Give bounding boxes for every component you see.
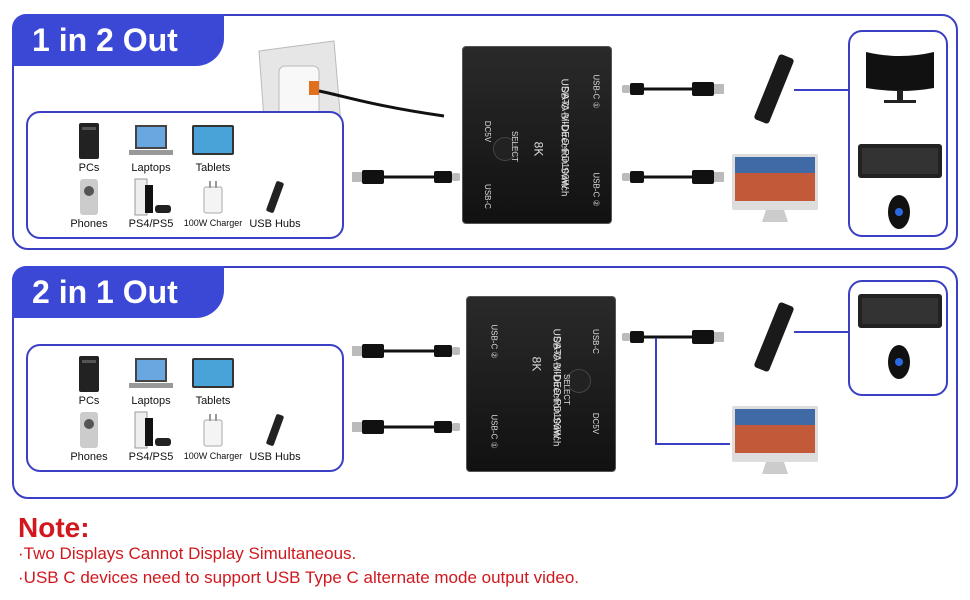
laptop-icon	[129, 358, 173, 388]
port-in-label: USB-C	[482, 184, 492, 209]
device-usb-hubs: USB Hubs	[240, 412, 310, 463]
usb-cable-icon	[352, 420, 460, 434]
source-devices-box: PCs Laptops Tablets Phones PS4/PS5 100W …	[26, 344, 344, 472]
device-label: USB Hubs	[249, 451, 301, 463]
game-console-icon	[134, 178, 171, 216]
output-devices-box	[848, 280, 948, 396]
tablet-icon	[192, 358, 234, 388]
curved-monitor-icon	[866, 52, 934, 103]
output-devices-box	[848, 30, 948, 237]
device-phones: Phones	[54, 412, 124, 463]
port-1-label: USB-C ①	[489, 414, 499, 449]
port-1-label: USB-C ①	[591, 74, 601, 109]
device-tablets: Tablets	[178, 123, 248, 174]
device-laptops: Laptops	[116, 123, 186, 174]
device-label: Tablets	[195, 162, 231, 174]
device-label: Tablets	[195, 395, 231, 407]
usb-cable-icon	[622, 82, 724, 96]
device-label: PS4/PS5	[128, 451, 174, 463]
resolution-label: 8K	[531, 141, 546, 157]
two-in-one-out-panel: 2 in 1 Out PCs Laptops Tablets Phones PS…	[12, 266, 958, 499]
device-label: USB Hubs	[249, 218, 301, 230]
keyboard-icon	[858, 144, 942, 178]
pc-tower-icon	[79, 356, 99, 392]
select-button[interactable]	[493, 137, 517, 161]
mouse-icon	[888, 195, 910, 229]
usb-cable-icon	[622, 170, 724, 184]
keyboard-icon	[858, 294, 942, 328]
usb-hub-icon	[754, 54, 858, 124]
device-label: Laptops	[131, 395, 171, 407]
port-2-label: USB-C ②	[489, 324, 499, 359]
device-label: Phones	[70, 451, 108, 463]
device-phones: Phones	[54, 179, 124, 230]
charger-icon	[203, 181, 223, 214]
tablet-icon	[192, 125, 234, 155]
mouse-icon	[888, 345, 910, 379]
device-charger: 100W Charger	[178, 179, 248, 228]
charger-icon	[203, 414, 223, 447]
device-usb-hubs: USB Hubs	[240, 179, 310, 230]
device-charger: 100W Charger	[178, 412, 248, 461]
switch-subtitle: DATA-VIDEO-PD100W	[550, 336, 562, 439]
device-laptops: Laptops	[116, 356, 186, 407]
monitor-icon	[732, 154, 818, 222]
one-in-two-out-panel: 1 in 2 Out PCs Laptops Tablets Phones PS…	[12, 14, 958, 250]
note-line-2: ·USB C devices need to support USB Type …	[18, 568, 579, 587]
device-tablets: Tablets	[178, 356, 248, 407]
note-line-1: ·Two Displays Cannot Display Simultaneou…	[18, 544, 357, 563]
phone-icon	[80, 412, 98, 448]
game-console-icon	[134, 411, 171, 449]
monitor-icon	[732, 406, 818, 474]
device-pcs: PCs	[54, 356, 124, 407]
usb-cable-icon	[352, 344, 460, 358]
usb-c-switch: USB-C ② USB-C ① USB-C Bi-Direction Switc…	[466, 296, 616, 472]
select-label: SELECT	[562, 373, 572, 406]
device-label: PS4/PS5	[128, 218, 174, 230]
usb-hub-icon	[266, 181, 284, 213]
panel-tab-title: 2 in 1 Out	[12, 266, 224, 318]
phone-icon	[80, 179, 98, 215]
usb-c-switch: DC5V USB-C SELECT USB-C Bi-Direction Swi…	[462, 46, 612, 224]
usb-cable-icon	[352, 170, 460, 184]
port-2-label: USB-C ②	[591, 172, 601, 207]
device-label: 100W Charger	[183, 451, 243, 461]
connection-line	[655, 338, 730, 445]
switch-subtitle: DATA-VIDEO-PD100W	[558, 86, 570, 189]
device-label: PCs	[78, 162, 100, 174]
device-label: 100W Charger	[183, 218, 243, 228]
source-devices-box: PCs Laptops Tablets Phones PS4/PS5 100W …	[26, 111, 344, 239]
select-button[interactable]	[567, 369, 591, 393]
device-label: PCs	[78, 395, 100, 407]
pc-tower-icon	[79, 123, 99, 159]
device-label: Phones	[70, 218, 108, 230]
device-label: Laptops	[131, 162, 171, 174]
dc-port-label: DC5V	[483, 120, 493, 143]
usb-hub-icon	[754, 302, 858, 372]
select-label: SELECT	[510, 130, 520, 163]
resolution-label: 8K	[529, 356, 544, 372]
note-title: Note:	[18, 512, 90, 543]
device-consoles: PS4/PS5	[116, 178, 186, 230]
device-pcs: PCs	[54, 123, 124, 174]
dc-port-label: DC5V	[591, 412, 601, 435]
laptop-icon	[129, 125, 173, 155]
device-consoles: PS4/PS5	[116, 411, 186, 463]
panel-tab-title: 1 in 2 Out	[12, 14, 224, 66]
usb-hub-icon	[266, 414, 284, 446]
usb-cable-icon	[622, 330, 724, 344]
port-out-label: USB-C	[590, 329, 600, 354]
